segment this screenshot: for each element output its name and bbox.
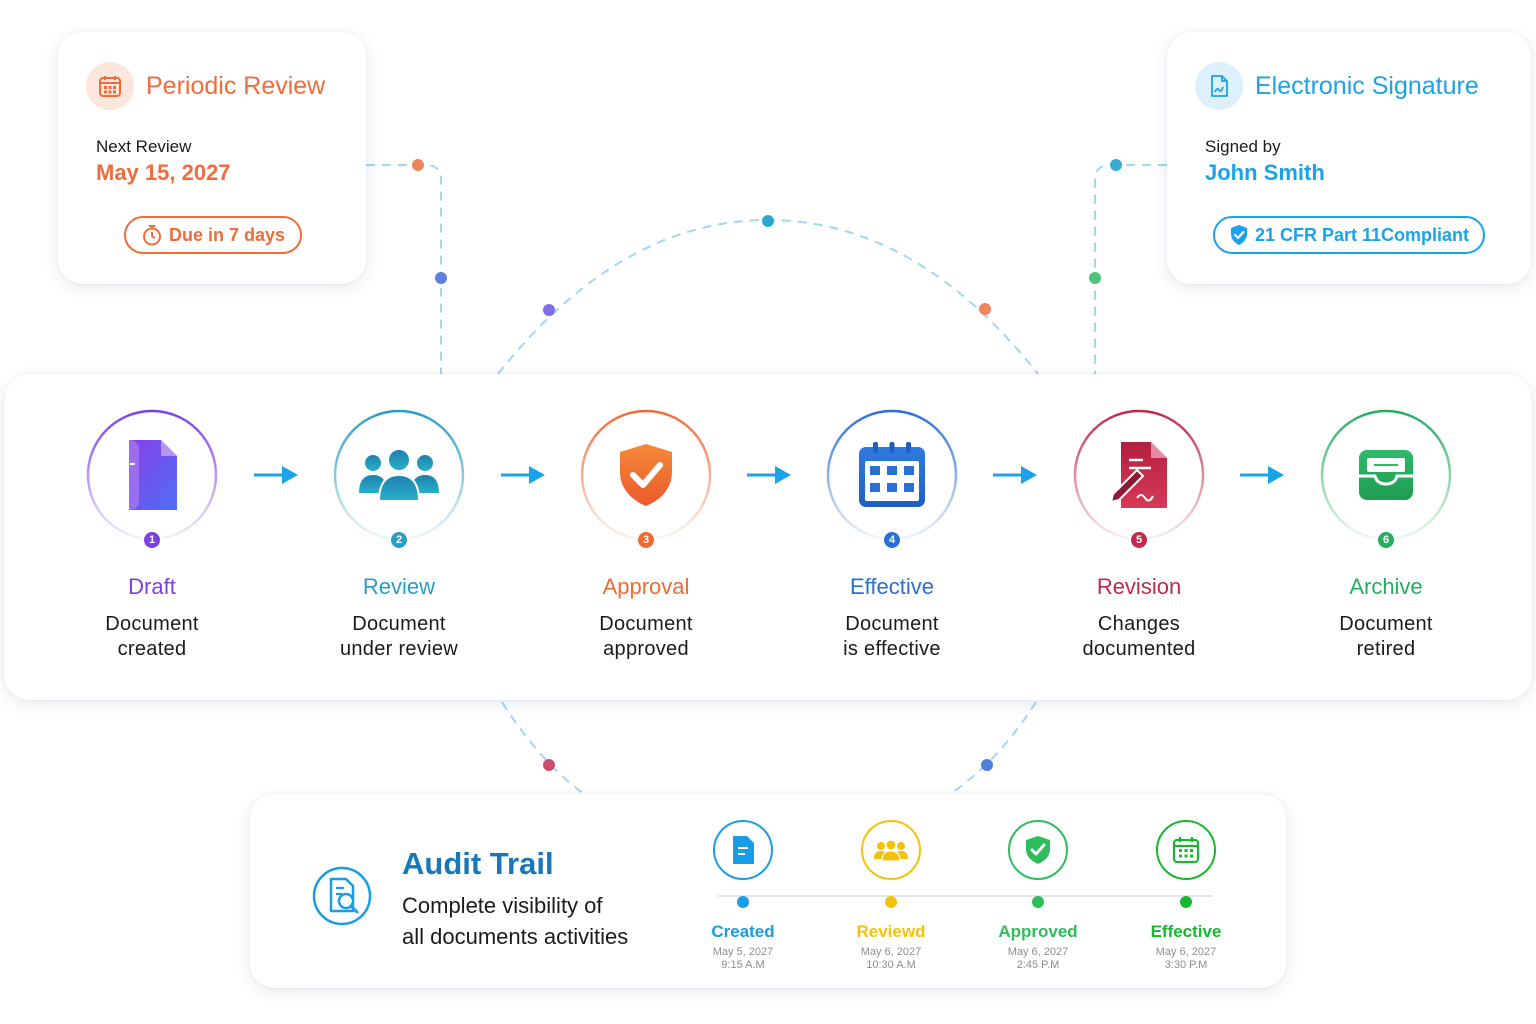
stage-effective: 4 Effective Document is effective [792,408,992,662]
stage-description: Document under review [299,612,499,662]
stage-desc-line2: created [117,638,187,660]
audit-trail-description: Complete visibility of all documents act… [402,890,692,952]
audit-desc-line2: all documents activities [402,924,629,949]
audit-event-approved: Approved May 6, 2027 2:45 P.M [968,820,1108,972]
event-label: Approved [998,922,1078,941]
stage-draft: 1 Draft Document created [52,408,252,662]
periodic-review-card: Periodic Review Next Review May 15, 2027… [58,32,366,284]
stage-description: Document is effective [792,612,992,662]
document-lifecycle-card: 1 Draft Document created 2 [4,374,1532,700]
stage-description: Document created [52,612,252,662]
step-number-badge: 2 [389,530,409,550]
group-users-icon [332,408,466,542]
stage-title: Draft [128,574,176,599]
stage-title: Review [362,574,436,599]
due-badge: Due in 7 days [124,216,302,254]
flow-arrow-icon [501,466,545,484]
event-label: Reviewd [856,922,926,941]
compliance-badge: 21 CFR Part 11Compliant [1213,216,1485,254]
edit-document-icon [1072,408,1206,542]
audit-event-reviewed: Reviewd May 6, 2027 10:30 A.M [821,820,961,972]
stage-revision: 5 Revision Changes documented [1039,408,1239,662]
stage-title: Approval [602,574,690,599]
periodic-review-header: Periodic Review [86,62,325,110]
flow-arrow-icon [993,466,1037,484]
calendar-icon [825,408,959,542]
event-date: May 6, 2027 [860,946,922,958]
step-number-badge: 6 [1376,530,1396,550]
signed-by-label: Signed by [1205,137,1281,156]
event-date: May 6, 2027 [1007,946,1069,958]
stage-title: Effective [850,574,934,599]
stage-desc-line1: Document [352,613,446,635]
due-badge-text: Due in 7 days [168,224,286,245]
timeline-dot [1032,896,1044,908]
compliance-badge-text: 21 CFR Part 11Compliant [1254,224,1470,245]
stopwatch-icon [142,225,161,246]
signature-document-icon [1195,62,1243,110]
shield-check-icon [1230,225,1247,245]
calendar-icon [1156,820,1216,880]
event-time: 3:30 P.M [1164,959,1208,971]
stage-desc-line2: documented [1082,638,1196,660]
group-users-icon [861,820,921,880]
electronic-signature-card: Electronic Signature Signed by John Smit… [1167,32,1531,284]
audit-timeline-track [718,895,1212,897]
step-number-badge: 1 [142,530,162,550]
event-time: 9:15 A.M [721,959,765,971]
stage-review: 2 Review Document under review [299,408,499,662]
stage-desc-line1: Document [599,613,693,635]
step-number-badge: 3 [636,530,656,550]
stage-archive: 6 Archive Document retired [1286,408,1486,662]
stage-desc-line1: Document [105,613,199,635]
stage-desc-line1: Document [1339,613,1433,635]
flow-arrow-icon [1240,466,1284,484]
event-date: May 5, 2027 [712,946,774,958]
document-search-icon [312,866,372,926]
shield-check-icon [579,408,713,542]
calendar-icon [86,62,134,110]
stage-title: Revision [1096,574,1182,599]
audit-trail-card: Audit Trail Complete visibility of all d… [250,794,1286,988]
stage-desc-line2: is effective [843,638,941,660]
event-date: May 6, 2027 [1155,946,1217,958]
next-review-label: Next Review [96,137,192,156]
periodic-review-title: Periodic Review [146,71,326,100]
audit-trail-title: Audit Trail [402,846,554,881]
timeline-dot [885,896,897,908]
stage-description: Document retired [1286,612,1486,662]
stage-desc-line2: retired [1356,638,1416,660]
timeline-dot [737,896,749,908]
flow-arrow-icon [747,466,791,484]
stage-desc-line2: approved [603,638,689,660]
event-time: 10:30 A.M [866,959,916,971]
flow-arrow-icon [254,466,298,484]
stage-title: Archive [1349,574,1423,599]
step-number-badge: 4 [882,530,902,550]
event-time: 2:45 P.M [1016,959,1060,971]
electronic-signature-title: Electronic Signature [1255,71,1479,100]
event-label: Created [711,922,775,941]
stage-desc-line1: Document [845,613,939,635]
event-label: Effective [1150,922,1222,941]
document-icon [713,820,773,880]
timeline-dot [1180,896,1192,908]
stage-description: Changes documented [1039,612,1239,662]
next-review-date: May 15, 2027 [96,160,231,185]
shield-check-icon [1008,820,1068,880]
document-icon [85,408,219,542]
stage-desc-line1: Changes [1097,613,1181,635]
step-number-badge: 5 [1129,530,1149,550]
audit-desc-line1: Complete visibility of [402,893,603,918]
electronic-signature-header: Electronic Signature [1195,62,1479,110]
stage-description: Document approved [546,612,746,662]
stage-desc-line2: under review [339,638,459,660]
stage-approval: 3 Approval Document approved [546,408,746,662]
audit-event-created: Created May 5, 2027 9:15 A.M [673,820,813,972]
archive-tray-icon [1319,408,1453,542]
audit-event-effective: Effective May 6, 2027 3:30 P.M [1116,820,1256,972]
signer-name: John Smith [1205,160,1325,185]
